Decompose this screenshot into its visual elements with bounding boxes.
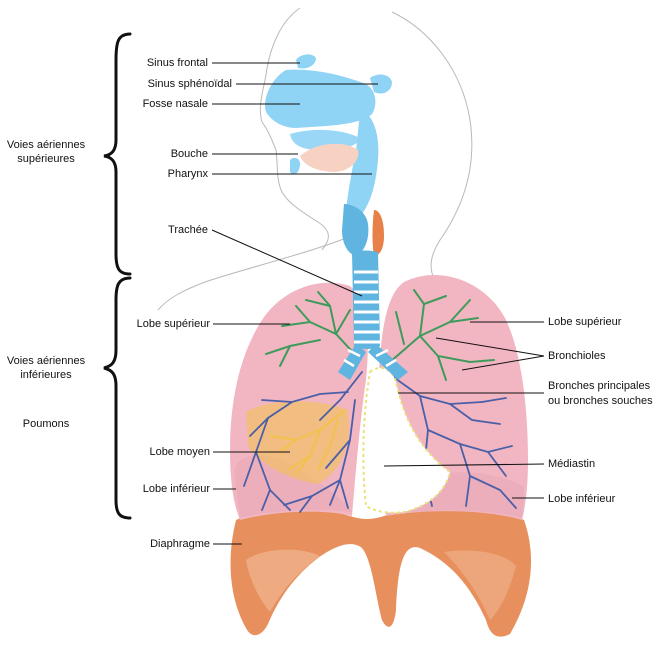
group-lungs: Poumons [23, 418, 70, 430]
label-sinus-frontal: Sinus frontal [147, 57, 208, 69]
diaphragm-highlight [246, 549, 320, 612]
group-lower-airways-line1: Voies aériennes [7, 355, 86, 367]
label-lobe-inferieur-left: Lobe inférieur [143, 483, 211, 495]
larynx [342, 204, 369, 256]
mediastinum-space [363, 367, 450, 513]
label-mediastin: Médiastin [548, 458, 595, 470]
diaphragm [230, 509, 532, 637]
structure-labels: Sinus frontal Sinus sphénoïdal Fosse nas… [137, 57, 653, 550]
pharynx [346, 110, 379, 218]
label-fosse-nasale: Fosse nasale [143, 98, 208, 110]
left-main-bronchus [338, 344, 366, 380]
upper-airway [265, 54, 392, 256]
group-lower-airways-line2: inférieures [20, 369, 72, 381]
label-lobe-superieur-right: Lobe supérieur [548, 316, 622, 328]
label-sinus-sphenoidal: Sinus sphénoïdal [148, 78, 232, 90]
label-bronches-line1: Bronches principales [548, 380, 651, 392]
diaphragm-highlight-right [444, 550, 516, 620]
nasal-cavity [265, 69, 376, 128]
sphenoid-sinus [370, 74, 392, 94]
middle-lobe-area [246, 401, 349, 484]
mediastinum [362, 366, 452, 514]
label-diaphragme: Diaphragme [150, 538, 210, 550]
trachea [338, 250, 408, 380]
bronchiole-tree-left [243, 291, 363, 513]
group-upper-airways-line2: supérieures [17, 153, 75, 165]
braces [103, 32, 132, 520]
tongue [300, 143, 359, 172]
middle-lobe [246, 401, 349, 484]
label-lobe-inferieur-right: Lobe inférieur [548, 493, 616, 505]
label-bronchioles: Bronchioles [548, 350, 606, 362]
brace-lower-airways [103, 276, 132, 520]
group-upper-airways-line1: Voies aériennes [7, 139, 86, 151]
group-labels: Voies aériennes supérieures Voies aérien… [7, 139, 86, 430]
label-trachee: Trachée [168, 224, 208, 236]
label-lobe-moyen: Lobe moyen [149, 446, 210, 458]
frontal-sinus [296, 54, 316, 69]
label-pharynx: Pharynx [168, 168, 209, 180]
head-outline [157, 7, 473, 311]
esophagus [372, 210, 384, 256]
mediastinum-outline [362, 366, 452, 514]
label-bouche: Bouche [171, 148, 208, 160]
diaphragm-muscle [230, 509, 532, 637]
brace-upper-airways [103, 32, 132, 276]
lips [290, 157, 300, 175]
right-main-bronchus [368, 344, 408, 380]
trachea-tube [352, 250, 380, 349]
label-bronches-line2: ou bronches souches [548, 395, 653, 407]
label-lobe-superieur-left: Lobe supérieur [137, 318, 211, 330]
leader-lines [211, 62, 545, 545]
